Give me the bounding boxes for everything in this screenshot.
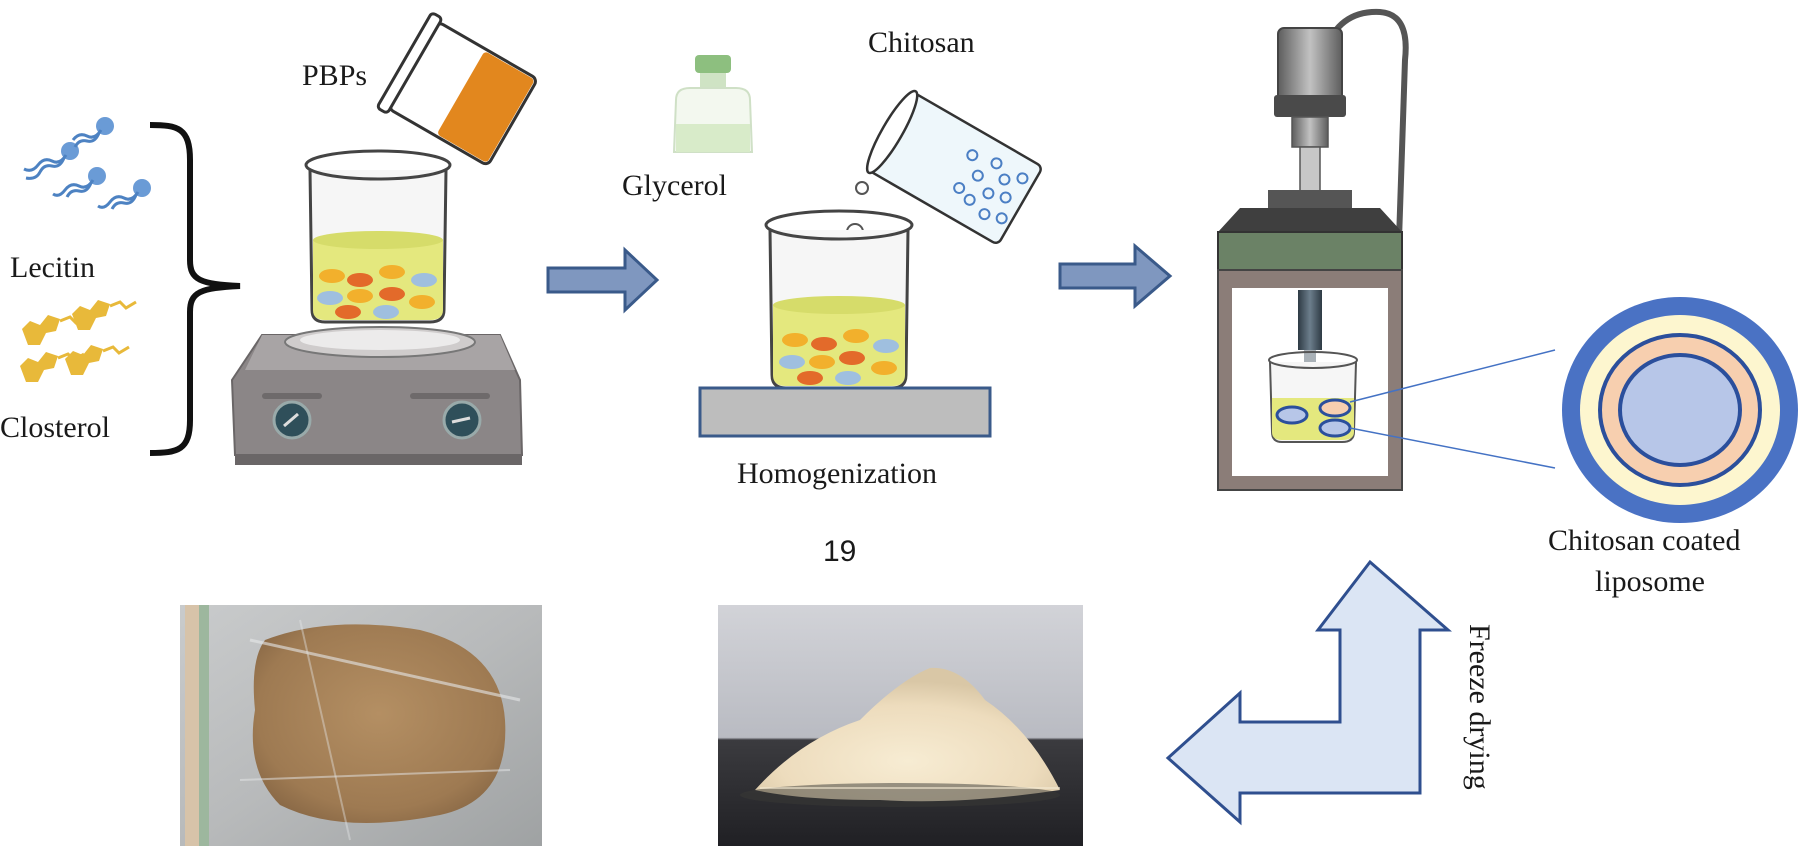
- freeze-drying-label: Freeze drying: [1463, 624, 1496, 790]
- beaker-1-icon: [304, 149, 452, 324]
- glycerol-bottle-icon: [672, 55, 754, 153]
- homogenization-label: Homogenization: [737, 457, 937, 490]
- glycerol-label: Glycerol: [622, 169, 727, 202]
- flow-arrow-2: [1058, 242, 1173, 310]
- beaker-2-icon: [764, 209, 914, 390]
- pbps-label: PBPs: [302, 59, 367, 92]
- curly-bracket: [149, 122, 241, 456]
- pbps-beaker-icon: [376, 12, 537, 166]
- probe-sonicator-icon: [1217, 8, 1409, 491]
- dried-sample-bag-photo: [180, 605, 542, 846]
- page-number: 19: [823, 535, 856, 568]
- closterol-label: Closterol: [0, 411, 110, 444]
- hotplate-stirrer-icon: [230, 326, 524, 465]
- beaker-3-icon: [1268, 351, 1358, 443]
- freeze-drying-arrow: [1165, 559, 1453, 826]
- zoom-line-bottom: [1349, 427, 1556, 469]
- chitosan-beaker-icon: [865, 89, 1042, 245]
- lecithin-molecules-icon: [23, 117, 151, 210]
- homogenizer-platform: [698, 386, 992, 438]
- lecitin-label: Lecitin: [10, 251, 95, 284]
- coated-liposome-label-line2: liposome: [1595, 565, 1705, 598]
- cholesterol-molecules-icon: [20, 300, 137, 382]
- chitosan-coated-liposome-icon: [1562, 297, 1798, 523]
- chitosan-label: Chitosan: [868, 26, 975, 59]
- freeze-dried-powder-photo: [718, 605, 1083, 846]
- flow-arrow-1: [546, 246, 660, 314]
- coated-liposome-label-line1: Chitosan coated: [1548, 524, 1740, 557]
- zoom-line-top: [1349, 349, 1556, 403]
